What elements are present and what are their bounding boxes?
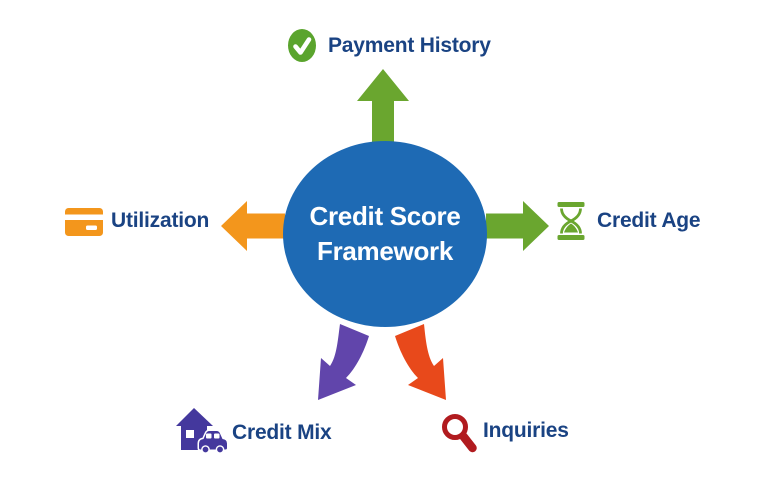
center-title-line2: Framework [316,236,454,266]
house-car-icon [176,408,228,454]
check-circle-icon [288,29,316,62]
curved-down-right-arrow-icon [395,324,446,400]
payment-history-label: Payment History [328,34,491,57]
center-circle: Credit Score Framework [283,141,487,327]
center-title-line1: Credit Score [309,201,461,231]
credit-card-icon [65,208,103,236]
left-arrow-icon [221,201,285,251]
hourglass-icon [557,202,585,240]
inquiries-label: Inquiries [483,419,569,442]
right-arrow-icon [486,201,549,251]
magnifier-icon [442,414,477,453]
credit-mix-label: Credit Mix [232,421,332,444]
credit-age-label: Credit Age [597,209,701,232]
utilization-label: Utilization [111,209,210,232]
car-icon [197,429,228,454]
up-arrow-icon [357,69,409,145]
curved-down-left-arrow-icon [318,324,369,400]
